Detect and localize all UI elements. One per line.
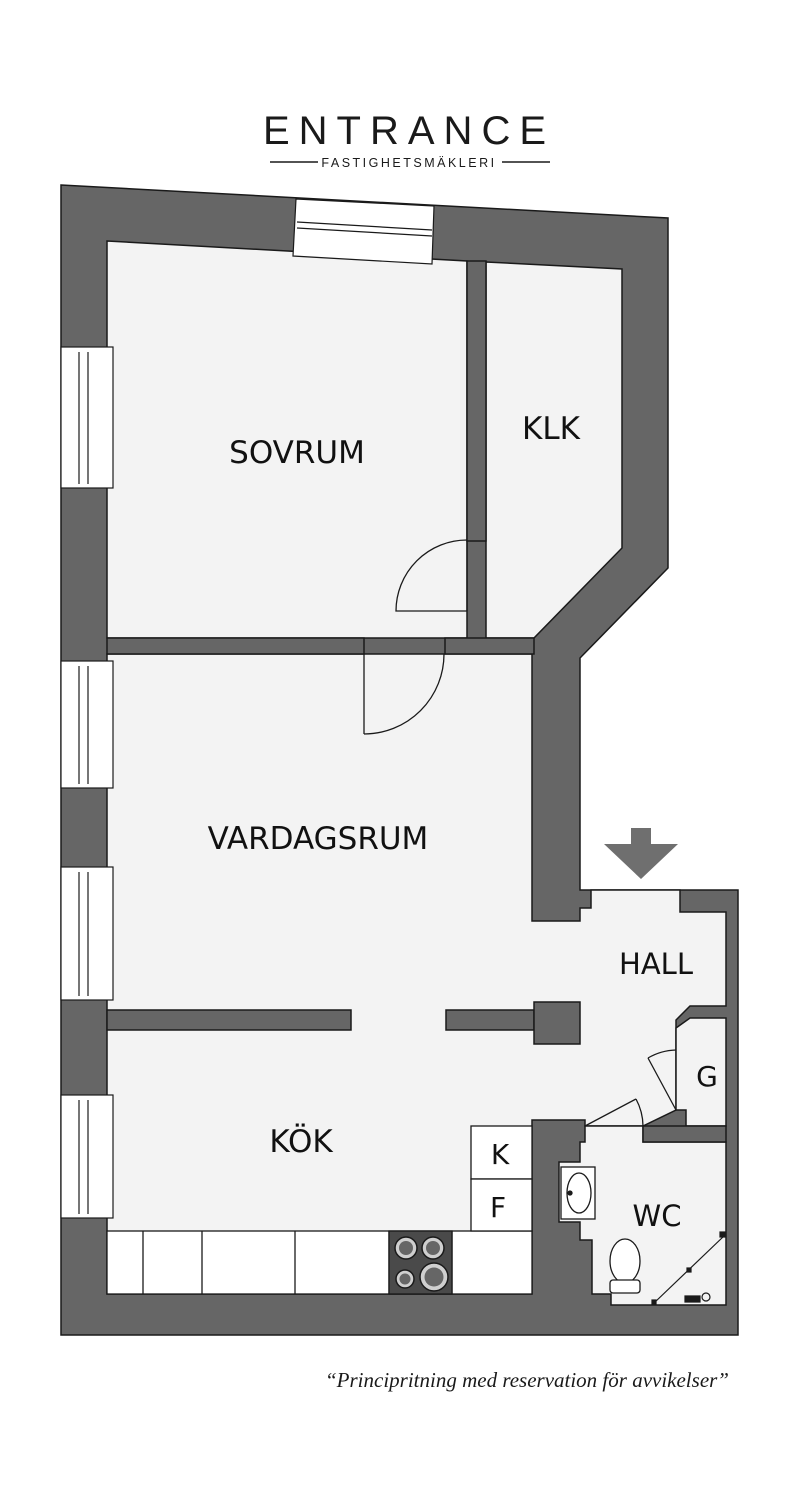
wall-sovrum-vardagsrum-left	[106, 637, 365, 655]
room-label-f: F	[490, 1191, 506, 1224]
wall-wc-g	[642, 1125, 727, 1143]
brand-tagline: FASTIGHETSMÄKLERI	[321, 156, 496, 170]
window-vardagsrum-upper	[60, 660, 114, 789]
room-label-k: K	[491, 1138, 510, 1171]
brand-name: ENTRANCE	[263, 109, 555, 153]
brand-logo: ENTRANCE FASTIGHETSMÄKLERI	[263, 109, 555, 170]
floor-g	[675, 1017, 727, 1127]
shower-icon	[651, 1231, 726, 1305]
wall-vardagsrum-kok-right	[445, 1009, 535, 1031]
door-wc	[584, 1098, 644, 1127]
disclaimer-text: “Principritning med reservation för avvi…	[325, 1368, 729, 1392]
stove-icon	[388, 1230, 453, 1295]
window-top	[292, 198, 435, 265]
door-swings	[363, 539, 677, 1127]
floors	[106, 240, 727, 1306]
window-kok	[60, 1094, 114, 1219]
toilet-icon	[609, 1238, 641, 1294]
interior-walls	[106, 260, 727, 1143]
door-g	[647, 1049, 677, 1111]
door-sovrum	[363, 653, 445, 735]
room-label-g: G	[696, 1060, 718, 1093]
room-label-wc: WC	[633, 1199, 682, 1233]
door-klk	[395, 539, 468, 612]
wall-sovrum-klk	[466, 260, 487, 542]
room-label-sovrum: SOVRUM	[229, 435, 365, 471]
wall-vardagsrum-kok-left	[106, 1009, 352, 1031]
fridge-box	[470, 1125, 533, 1180]
room-label-klk: KLK	[522, 411, 581, 447]
wall-sovrum-vardagsrum-right	[444, 637, 535, 655]
room-label-hall: HALL	[619, 947, 693, 981]
entrance-arrow-icon	[604, 828, 678, 879]
floor-living-kitchen-hall	[106, 653, 727, 1295]
windows	[60, 198, 435, 1219]
floor-klk	[485, 261, 623, 639]
wall-pillar	[533, 1001, 581, 1045]
freezer-box	[470, 1178, 533, 1232]
room-label-kok: KÖK	[269, 1123, 333, 1160]
window-vardagsrum-lower	[60, 866, 114, 1001]
room-labels: SOVRUM KLK VARDAGSRUM HALL KÖK G WC K F	[208, 411, 718, 1233]
window-sovrum	[60, 346, 114, 489]
floor-wc	[558, 1125, 727, 1306]
kitchen-counter	[106, 1125, 533, 1295]
room-label-vardagsrum: VARDAGSRUM	[208, 821, 429, 857]
sink-icon	[560, 1166, 596, 1220]
counter-run	[106, 1230, 533, 1295]
